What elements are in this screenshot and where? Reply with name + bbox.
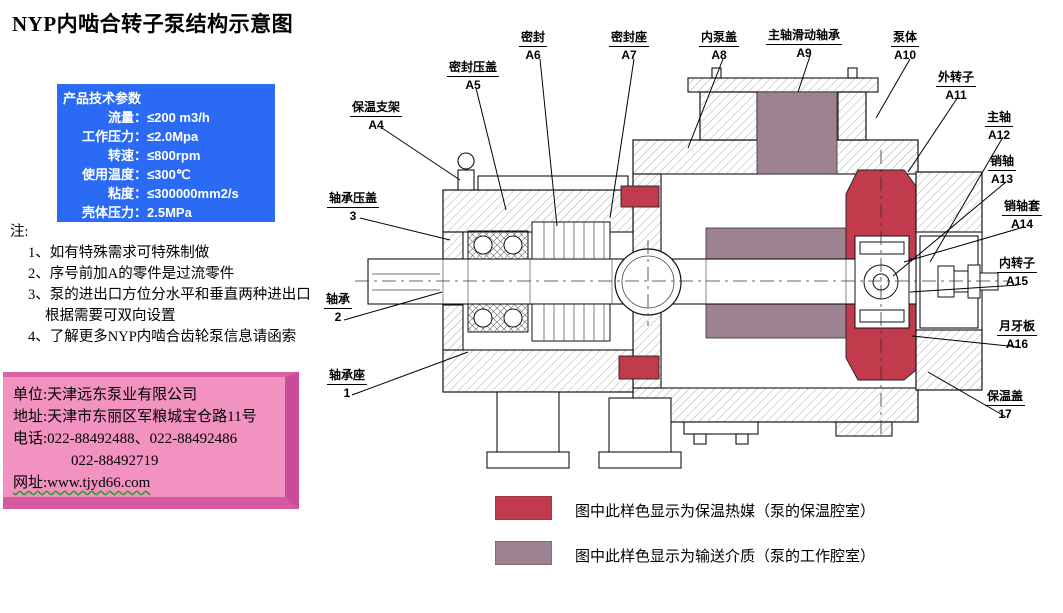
part-label-text: 泵体 [891, 30, 920, 47]
part-label-zhuzhou-huadong-zhoucheng: 主轴滑动轴承 A9 [766, 28, 843, 61]
part-label-text: 内转子 [997, 256, 1038, 273]
part-label-text: 销轴 [988, 154, 1017, 171]
part-label-ref: A7 [621, 48, 637, 62]
part-label-text: 保温支架 [350, 100, 403, 117]
part-label-ref: A10 [894, 48, 917, 62]
parameter-value: ≤200 m3/h [147, 110, 210, 125]
parameter-value: ≤300000mm2/s [147, 186, 239, 201]
part-label-ref: A13 [991, 172, 1014, 186]
part-label-yueyaban: 月牙板 A16 [997, 319, 1038, 352]
part-label-text: 月牙板 [997, 319, 1038, 336]
parameter-label: 流量： [107, 110, 147, 125]
part-label-ref: A5 [465, 78, 481, 92]
note-item: 4、了解更多NYP内啮合齿轮泵信息请函索 [28, 329, 297, 345]
part-label-zhouchengzuo: 轴承座 1 [327, 368, 368, 401]
centerlines [355, 150, 1008, 436]
parameter-row: 粘度： ≤300000mm2/s [63, 184, 269, 203]
part-label-mifeng: 密封 A6 [519, 30, 548, 63]
legend-swatch-insulation [495, 496, 552, 520]
note-item: 3、泵的进出口方位分水平和垂直两种进出口根据需要可双向设置 [28, 287, 311, 324]
part-label-ref: A14 [1011, 217, 1034, 231]
part-label-text: 密封 [519, 30, 548, 47]
parameter-label: 壳体压力： [81, 205, 147, 220]
parameter-label: 工作压力： [81, 129, 147, 144]
parameters-header: 产品技术参数 [63, 91, 142, 106]
bearings [467, 230, 529, 333]
note-item: 2、序号前加A的零件是过流零件 [28, 266, 235, 282]
part-label-ref: A6 [525, 48, 541, 62]
legend-text-medium: 图中此样色显示为输送介质（泵的工作腔室） [575, 549, 876, 565]
mounting-feet [486, 391, 893, 469]
part-label-text: 轴承压盖 [327, 191, 380, 208]
part-label-text: 主轴滑动轴承 [766, 28, 843, 45]
company-address: 地址:天津市东丽区军粮城宝仓路11号 [13, 409, 257, 425]
shaft-end [937, 264, 999, 299]
parameter-row: 转速： ≤800rpm [63, 146, 269, 165]
part-label-ref: A11 [945, 88, 967, 102]
part-label-text: 销轴套 [1002, 199, 1043, 216]
notes-block: 注: 1、如有特殊需求可特殊制做 2、序号前加A的零件是过流零件 3、泵的进出口… [10, 222, 314, 348]
legend-swatch-medium [495, 541, 552, 565]
part-label-zhouchengyagai: 轴承压盖 3 [327, 191, 380, 224]
part-label-mifengyagai: 密封压盖 A5 [447, 60, 500, 93]
part-label-neibenggai: 内泵盖 A8 [699, 30, 740, 63]
part-label-bengti: 泵体 A10 [891, 30, 920, 63]
notes-heading: 注: [10, 224, 29, 240]
company-name: 单位:天津远东泵业有限公司 [13, 387, 198, 403]
legend-text-insulation: 图中此样色显示为保温热媒（泵的保温腔室） [575, 504, 876, 520]
parameter-label: 粘度： [107, 186, 147, 201]
note-item: 1、如有特殊需求可特殊制做 [28, 245, 210, 261]
part-label-xiaozhoutao: 销轴套 A14 [1002, 199, 1043, 232]
company-phone: 电话:022-88492488、022-88492486 [13, 431, 238, 447]
part-label-ref: 2 [334, 310, 342, 324]
part-label-ref: 1 [343, 386, 351, 400]
parameter-value: ≤300℃ [147, 167, 191, 182]
parameter-row: 流量： ≤200 m3/h [63, 108, 269, 127]
product-parameters-box: 产品技术参数 流量： ≤200 m3/h 工作压力： ≤2.0Mpa 转速： ≤… [57, 84, 275, 222]
part-label-baowengai: 保温盖 17 [985, 389, 1026, 422]
part-label-ref: 17 [998, 407, 1012, 421]
part-label-ref: A12 [988, 128, 1011, 142]
part-label-xiaozhou: 销轴 A13 [988, 154, 1017, 187]
part-label-text: 主轴 [985, 110, 1014, 127]
page-title: NYP内啮合转子泵结构示意图 [12, 12, 294, 36]
parameter-label: 转速： [107, 148, 147, 163]
part-label-text: 轴承 [324, 292, 353, 309]
parameter-row: 使用温度： ≤300℃ [63, 165, 269, 184]
part-label-ref: A15 [1006, 274, 1029, 288]
parameter-value: ≤2.0Mpa [147, 129, 199, 144]
part-label-zhoucheng: 轴承 2 [324, 292, 353, 325]
part-label-text: 轴承座 [327, 368, 368, 385]
parameter-row: 工作压力： ≤2.0Mpa [63, 127, 269, 146]
part-label-ref: A9 [796, 46, 812, 60]
part-label-zhuzhou: 主轴 A12 [985, 110, 1014, 143]
leader-lines [343, 55, 1025, 418]
part-label-mifengzuo: 密封座 A7 [609, 30, 650, 63]
part-label-text: 内泵盖 [699, 30, 740, 47]
part-label-text: 保温盖 [985, 389, 1026, 406]
company-info-box: 单位:天津远东泵业有限公司 地址:天津市东丽区军粮城宝仓路11号 电话:022-… [3, 372, 299, 509]
parameter-value: 2.5MPa [147, 205, 192, 220]
part-label-waizhuanzi: 外转子 A11 [936, 70, 977, 103]
part-label-ref: A8 [711, 48, 727, 62]
company-website: 网址:www.tjyd66.com [13, 475, 151, 491]
part-label-text: 外转子 [936, 70, 977, 87]
part-label-ref: A4 [368, 118, 384, 132]
company-phone-2: 022-88492719 [71, 453, 159, 469]
part-label-ref: A16 [1006, 337, 1029, 351]
part-label-text: 密封座 [609, 30, 650, 47]
part-label-baowenzhijia: 保温支架 A4 [350, 100, 403, 133]
mechanical-seal [531, 221, 611, 342]
rotor-assembly [854, 235, 910, 329]
part-label-ref: 3 [349, 209, 357, 223]
parameter-row: 壳体压力： 2.5MPa [63, 203, 269, 222]
parameter-value: ≤800rpm [147, 148, 201, 163]
part-label-text: 密封压盖 [447, 60, 500, 77]
parameter-label: 使用温度： [81, 167, 147, 182]
part-label-neizhuanzi: 内转子 A15 [997, 256, 1038, 289]
